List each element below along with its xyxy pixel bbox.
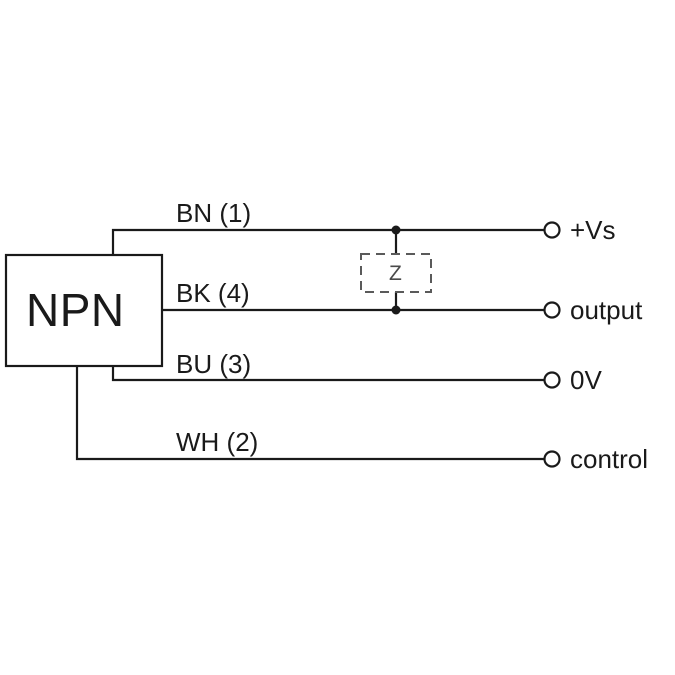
terminal-label-control: control — [570, 444, 649, 474]
terminal-label-0v: 0V — [570, 365, 602, 395]
npn-block-label: NPN — [26, 284, 125, 336]
wire-label-bk: BK (4) — [176, 278, 250, 308]
terminal-label-vs: +Vs — [570, 215, 616, 245]
wire-wh — [75, 366, 545, 461]
terminal-label-output: output — [570, 295, 643, 325]
terminal-0v — [543, 371, 561, 389]
npn-block — [4, 253, 164, 368]
zener-label: Z — [389, 262, 402, 285]
junction-dot-bn — [391, 225, 401, 235]
wire-bn — [111, 228, 545, 255]
wire-label-bn: BN (1) — [176, 198, 252, 228]
junction-dot-bk — [391, 305, 401, 315]
terminal-control — [543, 450, 561, 468]
terminal-output — [543, 301, 561, 319]
wire-label-wh: WH (2) — [176, 427, 259, 457]
wire-bu — [111, 366, 545, 382]
wire-label-bu: BU (3) — [176, 349, 252, 379]
terminal-vs — [543, 221, 561, 239]
zener-box — [360, 253, 432, 293]
